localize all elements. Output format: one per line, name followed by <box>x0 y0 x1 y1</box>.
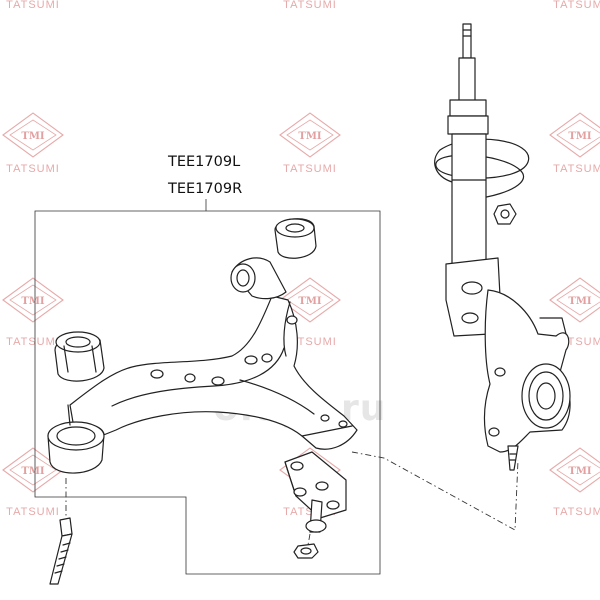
watermark-tmi-text: TMI <box>568 131 592 142</box>
rear-bushing <box>274 218 317 259</box>
watermark-tmi-logo: TMI <box>549 277 600 323</box>
part-number-right: TEE1709R <box>167 181 242 197</box>
watermark-brand-text: TATSUMI <box>553 0 600 11</box>
watermark-tmi-text: TMI <box>298 296 322 307</box>
watermark-brand-text: TATSUMI <box>6 163 60 175</box>
watermark-brand-text: TATSUMI <box>553 506 600 518</box>
watermark-tmi-text: TMI <box>298 131 322 142</box>
watermark-tmi-text: TMI <box>568 466 592 477</box>
watermark-tmi-logo: TMI <box>279 277 341 323</box>
watermark-brand-text: TATSUMI <box>6 336 60 348</box>
front-bushing-housing <box>47 404 105 474</box>
part-number-left: TEE1709L <box>167 154 240 170</box>
watermark-brand-text: TATSUMI <box>6 506 60 518</box>
watermark-tmi-logo: TMI <box>549 112 600 158</box>
watermark-tmi-text: TMI <box>568 296 592 307</box>
ball-joint <box>284 451 347 559</box>
callout-frame <box>34 210 381 575</box>
watermark-tmi-logo: TMI <box>2 277 64 323</box>
mounting-bolt <box>49 478 73 585</box>
watermark-tmi-text: TMI <box>21 296 45 307</box>
steering-knuckle <box>483 289 571 471</box>
watermark-brand-text: TATSUMI <box>283 0 337 11</box>
watermark-tmi-logo: TMI <box>2 112 64 158</box>
lower-control-arm <box>69 257 358 450</box>
assembly-link-line <box>351 451 519 531</box>
watermark-brand-text: TATSUMI <box>283 163 337 175</box>
watermark-tmi-text: TMI <box>21 466 45 477</box>
watermark-brand-text: TATSUMI <box>6 0 60 11</box>
front-bushing <box>54 331 105 382</box>
strut-assembly <box>434 23 530 337</box>
watermark-tmi-logo: TMI <box>549 447 600 493</box>
watermark-brand-text: TATSUMI <box>553 163 600 175</box>
watermark-grid: TATSUMI TATSUMI TATSUMI TATSUMI TMI TMI TMI TAT… <box>2 0 600 518</box>
watermark-tmi-logo: TMI <box>279 112 341 158</box>
watermark-tmi-text: TMI <box>21 131 45 142</box>
